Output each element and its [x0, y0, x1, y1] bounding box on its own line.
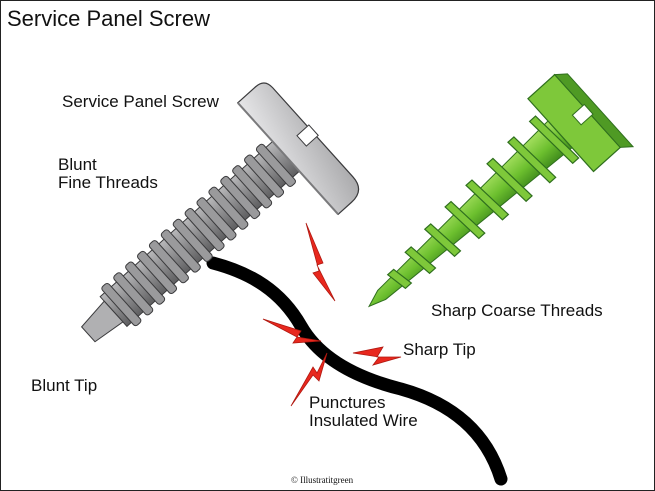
page-title: Service Panel Screw [7, 6, 210, 31]
label-blunt-fine-threads: Blunt Fine Threads [58, 156, 158, 192]
credit-text: © Illustratitgreen [291, 475, 354, 485]
grey-screw [80, 82, 360, 343]
label-service-panel-screw: Service Panel Screw [62, 92, 219, 111]
insulated-wire [206, 256, 508, 486]
coarse-threads [367, 115, 580, 308]
label-fine-threads-line: Fine Threads [58, 172, 158, 192]
green-screw [367, 73, 635, 308]
fine-threads [99, 140, 301, 328]
label-punctures-insulated-wire: Punctures Insulated Wire [309, 394, 418, 430]
hex-head [527, 73, 635, 173]
label-sharp-coarse-threads: Sharp Coarse Threads [431, 301, 603, 320]
label-blunt-tip: Blunt Tip [31, 376, 98, 395]
blunt-tip-shape [80, 300, 124, 343]
label-sharp-tip: Sharp Tip [403, 340, 476, 359]
spark-marks [262, 222, 402, 407]
label-punctures-line: Punctures [309, 393, 386, 412]
label-blunt-line: Blunt [58, 155, 97, 174]
screw-head [236, 82, 360, 216]
label-insulated-wire-line: Insulated Wire [309, 410, 418, 430]
